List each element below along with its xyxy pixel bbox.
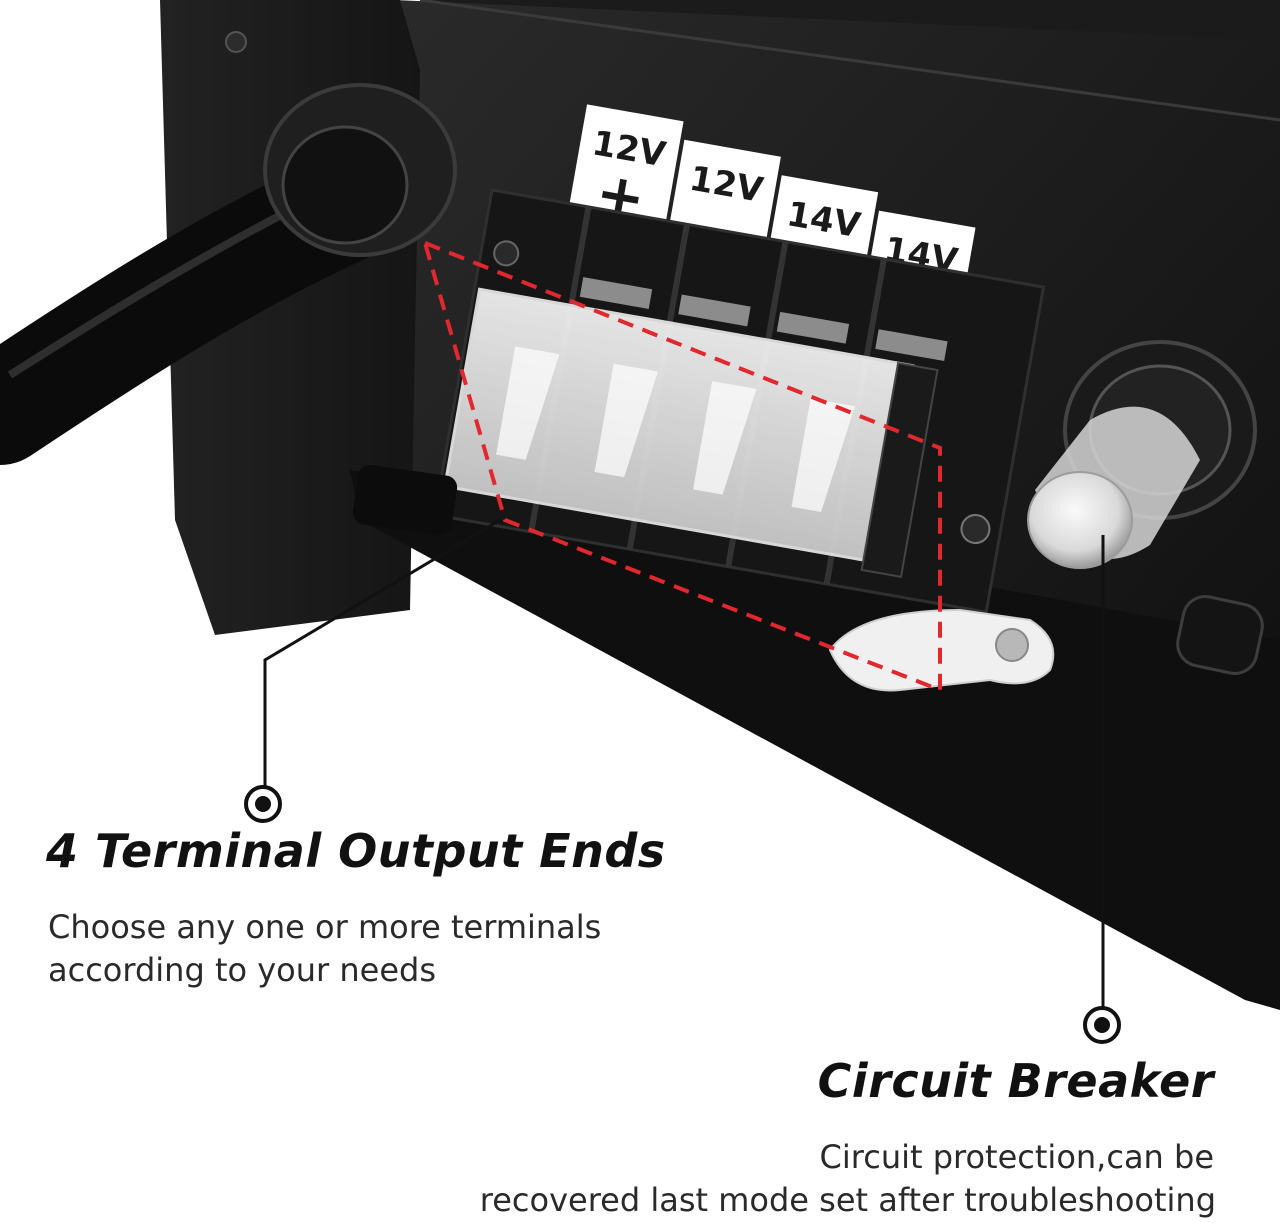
panel-screw: [225, 31, 247, 53]
mount-screw-left: [493, 240, 520, 267]
circuit-breaker: [1027, 340, 1257, 569]
terminal-screw-4: [875, 329, 948, 362]
base-foot: [352, 464, 458, 536]
terminal-screw-1: [579, 277, 653, 309]
terminal-screw-3: [776, 311, 850, 344]
breaker-callout-desc-line1: Circuit protection,can be: [819, 1138, 1214, 1176]
cover-ridge-2: [594, 363, 658, 478]
top-edge: [419, 0, 1280, 122]
panel-slot: [1176, 595, 1264, 675]
terminal-callout-title: 4 Terminal Output Ends: [46, 824, 666, 878]
cable-gland-ring: [281, 125, 409, 245]
terminal-screw-2: [678, 294, 751, 327]
terminal-callout-desc-line2: according to your needs: [48, 951, 436, 989]
terminal-highlight-box: [421, 239, 942, 693]
cover-end-cap: [860, 361, 939, 578]
breaker-callout-title: Circuit Breaker: [817, 1054, 1214, 1108]
bracket-screw: [995, 628, 1029, 662]
terminal-callout-desc-line1: Choose any one or more terminals: [48, 908, 602, 946]
terminal-block: [432, 188, 1046, 614]
terminal-leader-dot: [255, 796, 271, 812]
breaker-callout-desc-line2: recovered last mode set after troublesho…: [479, 1181, 1216, 1219]
cover-ridge-4: [791, 398, 855, 512]
cover-ridge-1: [496, 346, 560, 460]
cover-ridge-3: [693, 381, 757, 495]
lower-front-face: [350, 470, 1280, 1010]
label-panel-1: [566, 104, 684, 240]
mount-screw-right: [960, 514, 991, 545]
terminal-leader-line: [263, 518, 501, 790]
breaker-button-cap: [1027, 471, 1133, 569]
breaker-leader-dot: [1094, 1017, 1110, 1033]
